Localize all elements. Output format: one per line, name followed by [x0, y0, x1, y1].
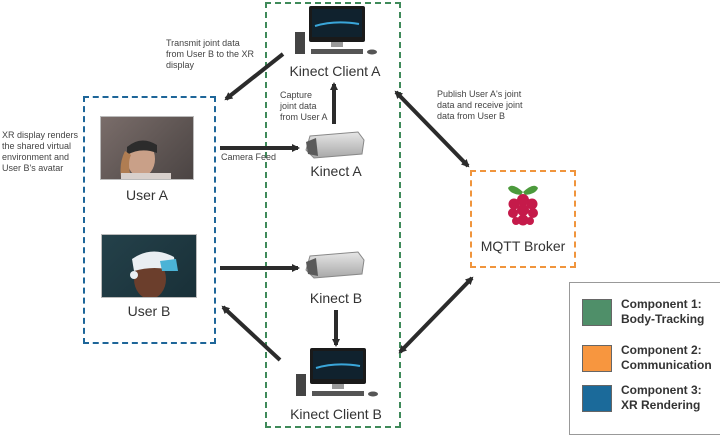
capture-annotation: Capture joint data from User A	[280, 90, 328, 122]
computer-icon-client-a	[295, 6, 377, 55]
legend-item-communication: Component 2: Communication	[582, 343, 712, 373]
user-a-photo	[100, 116, 194, 180]
user-a-label: User A	[125, 187, 168, 203]
legend-swatch-blue	[582, 384, 612, 412]
publish-annotation: Publish User A's joint data and receive …	[437, 89, 523, 121]
camera-feed-label: Camera Feed	[221, 152, 277, 162]
xr-rendering-component-box	[83, 96, 216, 344]
vr-headset-user-icon	[120, 140, 171, 179]
kinect-a-label: Kinect A	[310, 163, 362, 179]
computer-icon-client-b	[296, 348, 378, 397]
raspberry-pi-icon	[508, 185, 538, 226]
arrow-client-b-to-user-b	[221, 305, 282, 362]
communication-component-box	[470, 170, 576, 268]
mqtt-broker-label: MQTT Broker	[480, 238, 566, 254]
arrow-client-a-to-user-a	[224, 52, 285, 101]
xr-renders-annotation: XR display renders the shared virtual en…	[2, 130, 79, 173]
transmit-annotation: Transmit joint data from User B to the X…	[166, 38, 255, 70]
body-tracking-component-box	[265, 2, 401, 428]
kinect-sensor-icon-b	[305, 251, 365, 279]
arrow-client-a-broker	[394, 90, 470, 168]
legend-item-body-tracking: Component 1: Body-Tracking	[582, 297, 704, 327]
legend: Component 1: Body-Tracking Component 2: …	[569, 282, 720, 435]
kinect-client-a-label: Kinect Client A	[289, 63, 381, 79]
arrow-client-b-broker	[398, 276, 474, 354]
kinect-sensor-icon-a	[305, 131, 365, 159]
user-b-label: User B	[127, 303, 171, 319]
kinect-b-label: Kinect B	[309, 290, 363, 306]
legend-swatch-green	[582, 298, 612, 326]
legend-swatch-orange	[582, 344, 612, 372]
kinect-client-b-label: Kinect Client B	[290, 406, 382, 422]
legend-item-xr-rendering: Component 3: XR Rendering	[582, 383, 702, 413]
vr-headset-user-icon	[130, 251, 178, 297]
user-b-photo	[101, 234, 197, 298]
